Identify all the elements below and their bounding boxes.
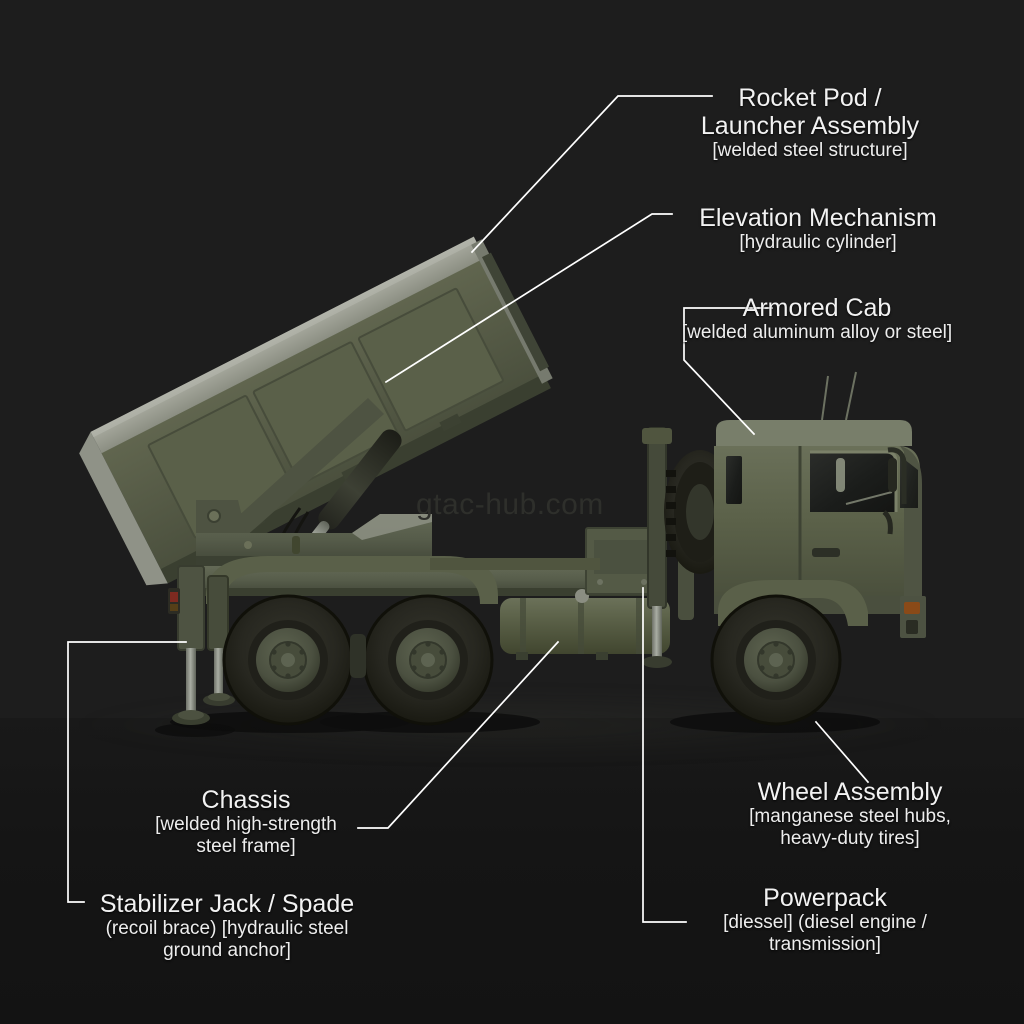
callout-elevation-mechanism: Elevation Mechanism [hydraulic cylinder] bbox=[612, 204, 1024, 254]
callout-wheel-assembly-subtitle: [manganese steel hubs, heavy-duty tires] bbox=[749, 806, 951, 849]
chassis-frame bbox=[178, 527, 670, 660]
watermark: gtac-hub.com bbox=[416, 488, 604, 521]
callout-stabilizer-jack-subtitle: (recoil brace) [hydraulic steel ground a… bbox=[105, 918, 349, 961]
wheel-rear-1 bbox=[222, 594, 354, 726]
callout-rocket-pod-title: Rocket Pod / Launcher Assembly bbox=[700, 84, 920, 140]
callout-armored-cab-title: Armored Cab bbox=[742, 294, 892, 322]
callout-chassis-subtitle: [welded high-strength steel frame] bbox=[155, 814, 337, 857]
callout-wheel-assembly-title: Wheel Assembly bbox=[757, 778, 943, 806]
callout-powerpack-subtitle: [diessel] (diesel engine / transmission] bbox=[723, 912, 927, 955]
callout-wheel-assembly: Wheel Assembly [manganese steel hubs, he… bbox=[690, 778, 1010, 850]
callout-rocket-pod: Rocket Pod / Launcher Assembly [welded s… bbox=[600, 84, 1020, 162]
callout-armored-cab-subtitle: [welded aluminum alloy or steel] bbox=[681, 322, 953, 343]
callout-chassis: Chassis [welded high-strength steel fram… bbox=[96, 786, 396, 858]
callout-powerpack: Powerpack [diessel] (diesel engine / tra… bbox=[660, 884, 990, 956]
callout-rocket-pod-subtitle: [welded steel structure] bbox=[712, 140, 908, 161]
callout-stabilizer-jack: Stabilizer Jack / Spade (recoil brace) [… bbox=[52, 890, 402, 962]
callout-elevation-mechanism-subtitle: [hydraulic cylinder] bbox=[739, 232, 897, 253]
callout-stabilizer-jack-title: Stabilizer Jack / Spade bbox=[99, 890, 355, 918]
callout-powerpack-title: Powerpack bbox=[763, 884, 887, 912]
wheel-rear-2 bbox=[362, 594, 494, 726]
launcher-turntable-base bbox=[196, 500, 432, 566]
callout-armored-cab: Armored Cab [welded aluminum alloy or st… bbox=[610, 294, 1024, 344]
callout-chassis-title: Chassis bbox=[201, 786, 291, 814]
callout-elevation-mechanism-title: Elevation Mechanism bbox=[699, 204, 937, 232]
wheel-front bbox=[710, 594, 842, 726]
